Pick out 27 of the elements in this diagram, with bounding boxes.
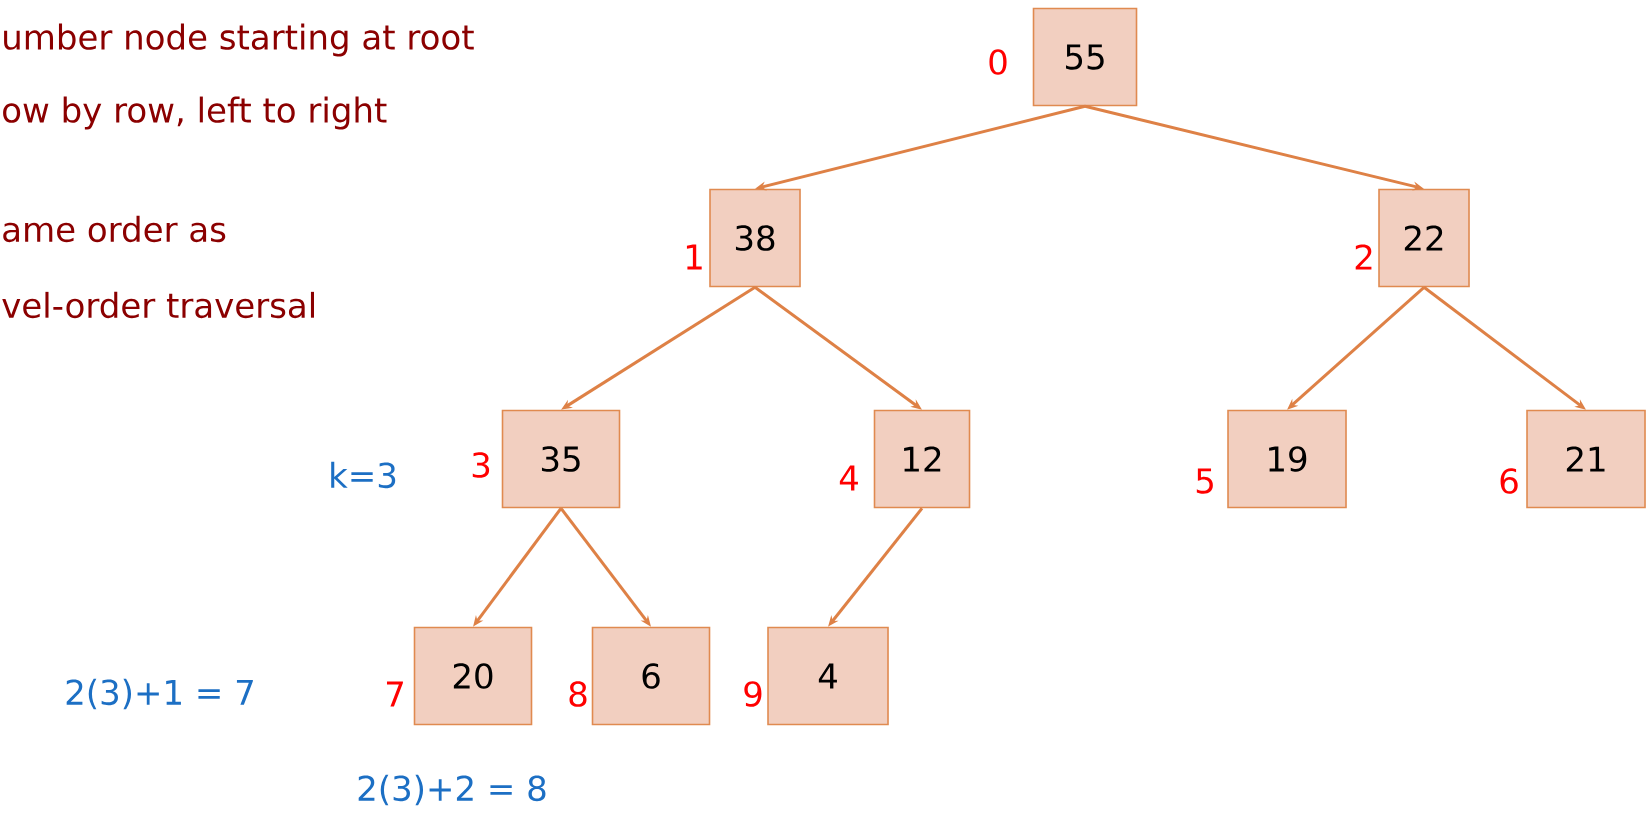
note-text: ow by row, left to right (3, 96, 387, 130)
note-text: ame order as (3, 215, 226, 243)
formula-text: 2(3)+2 = 8 (358, 774, 546, 806)
index-number: 9 (744, 681, 762, 707)
number-box: 38 (709, 188, 801, 288)
index-number: 5 (1196, 468, 1213, 494)
number-box: 35 (501, 409, 621, 509)
note-text: umber node starting at root (4, 23, 474, 57)
number-box: 55 (1032, 7, 1138, 107)
number-box: 4 (767, 626, 889, 726)
index-number: 0 (989, 49, 1007, 75)
index-number: 7 (387, 681, 403, 707)
index-number: 4 (839, 465, 858, 491)
index-number: 8 (569, 681, 587, 707)
index-number: 1 (686, 244, 702, 270)
number-box: 20 (413, 626, 533, 726)
index-number: 2 (1355, 244, 1372, 270)
index-number: 3 (472, 452, 490, 478)
number-box: 12 (873, 409, 971, 509)
number-box: 19 (1227, 409, 1347, 509)
number-box: 21 (1526, 409, 1646, 509)
index-number: 6 (1500, 468, 1518, 494)
number-box: 22 (1378, 188, 1470, 288)
formula-text: 2(3)+1 = 7 (66, 678, 253, 710)
index-label: k=3 (331, 461, 396, 489)
note-text: vel-order traversal (2, 291, 314, 319)
number-box: 6 (591, 626, 711, 726)
